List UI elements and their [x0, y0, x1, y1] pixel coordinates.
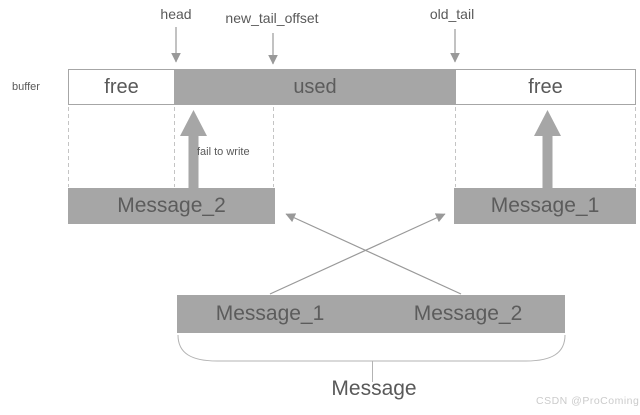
crossing-arrow-to-message2-icon: [285, 213, 462, 295]
buffer-segment-free-right: free: [455, 69, 636, 105]
buffer-label: buffer: [12, 81, 40, 93]
buffer-segment-used: used: [175, 69, 455, 105]
message2-box: Message_2: [68, 188, 275, 224]
buffer-segment-free-left: free: [68, 69, 175, 105]
buffer-bar: free used free: [68, 69, 636, 105]
message1-write-arrow-icon: [534, 110, 561, 188]
bottom-message-bar: Message_1 Message_2: [177, 295, 565, 333]
message1-box: Message_1: [454, 188, 636, 224]
watermark: CSDN @ProComing: [536, 395, 640, 407]
message-group-label: Message: [331, 377, 417, 400]
bottom-message1-label: Message_1: [215, 302, 325, 325]
crossing-arrow-to-message1-icon: [269, 213, 446, 295]
dashed-boundary-lines: [68, 107, 636, 187]
bottom-message2-label: Message_2: [413, 302, 523, 325]
new-tail-offset-label: new_tail_offset: [225, 10, 319, 26]
message-brace-icon: [177, 334, 566, 362]
fail-to-write-label: fail to write: [197, 146, 250, 158]
head-label: head: [160, 6, 192, 22]
old-tail-label: old_tail: [429, 6, 475, 22]
fail-to-write-arrow-icon: [180, 110, 207, 188]
